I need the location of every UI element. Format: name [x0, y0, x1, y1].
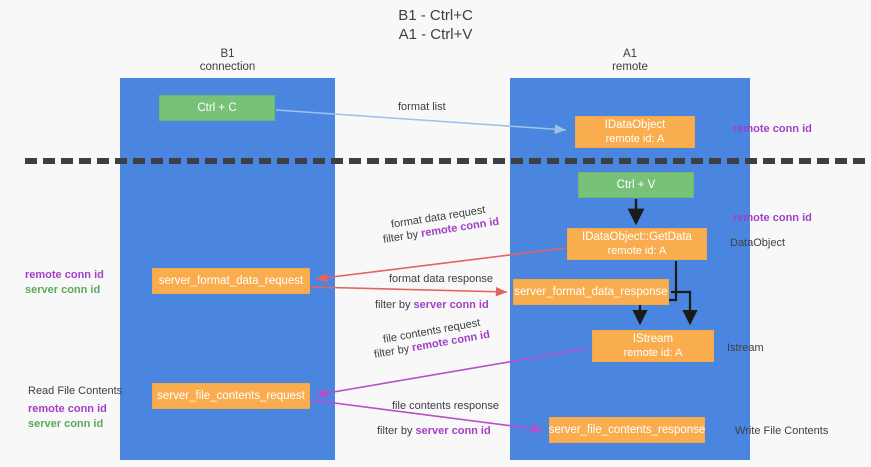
- node-idataobject-label: IDataObject: [604, 119, 666, 131]
- edge-format-data-response: [310, 286, 508, 297]
- node-server-format-data-request-label: server_format_data_request: [158, 275, 304, 287]
- edge-file-contents-request: [315, 347, 591, 398]
- node-server-format-data-response[interactable]: server_format_data_response: [513, 279, 669, 305]
- annotation-left-remote-conn-id-mid: remote conn id: [25, 269, 104, 281]
- node-ctrl-v-label: Ctrl + V: [616, 179, 656, 191]
- node-ctrl-v[interactable]: Ctrl + V: [578, 172, 694, 198]
- column-header-a1: A1 remote: [510, 48, 750, 74]
- edge-label-format-list: format list: [398, 101, 446, 113]
- edge-format-data-request: [315, 247, 567, 283]
- annotation-left-server-conn-id-mid: server conn id: [25, 284, 101, 296]
- node-server-file-contents-response-label: server_file_contents_response: [548, 424, 706, 436]
- node-getdata[interactable]: IDataObject::GetData remote id: A: [567, 228, 707, 260]
- node-server-file-contents-response[interactable]: server_file_contents_response: [549, 417, 705, 443]
- annotation-right-dataobject: DataObject: [730, 237, 786, 249]
- edge-file-contents-response: [310, 399, 544, 434]
- node-ctrl-c-label: Ctrl + C: [197, 102, 237, 114]
- annotation-left-remote-conn-id-bottom: remote conn id: [28, 403, 107, 415]
- edge-format-response-istream: [671, 290, 698, 326]
- annotation-right-remote-conn-id-top: remote conn id: [733, 123, 812, 135]
- edge-label-file-contents-response: file contents response: [392, 400, 500, 412]
- annotation-left-server-conn-id-bottom: server conn id: [28, 418, 104, 430]
- diagram-title-line-2: A1 - Ctrl+V: [398, 26, 473, 43]
- filter-prefix: filter by: [377, 425, 416, 437]
- node-server-file-contents-request-label: server_file_contents_request: [157, 390, 305, 402]
- annotation-right-remote-conn-id-mid: remote conn id: [733, 212, 812, 224]
- node-idataobject-sub: remote id: A: [605, 133, 665, 145]
- node-istream[interactable]: IStream remote id: A: [592, 330, 714, 362]
- column-header-b1-role: connection: [199, 61, 256, 73]
- annotation-left-conn-ids-mid: remote conn id server conn id: [25, 268, 104, 298]
- node-getdata-sub: remote id: A: [607, 245, 667, 257]
- edge-label-format-data-response: format data response: [389, 273, 493, 285]
- node-server-format-data-response-label: server_format_data_response: [514, 286, 668, 298]
- node-ctrl-c[interactable]: Ctrl + C: [159, 95, 275, 121]
- node-idataobject[interactable]: IDataObject remote id: A: [575, 116, 695, 148]
- annotation-right-write-file-contents: Write File Contents: [735, 425, 829, 437]
- filter-prefix: filter by: [375, 299, 414, 311]
- column-header-a1-name: A1: [622, 48, 638, 60]
- diagram-title: B1 - Ctrl+C A1 - Ctrl+V: [0, 6, 871, 44]
- filter-key-server-conn-id: server conn id: [415, 425, 491, 437]
- node-istream-sub: remote id: A: [623, 347, 683, 359]
- column-header-b1: B1 connection: [120, 48, 335, 74]
- column-header-b1-name: B1: [220, 48, 235, 60]
- annotation-left-conn-ids-bottom: remote conn id server conn id: [28, 402, 107, 432]
- node-server-format-data-request[interactable]: server_format_data_request: [152, 268, 310, 294]
- node-istream-label: IStream: [632, 333, 674, 345]
- edge-label-format-data-response-filter: filter by server conn id: [375, 298, 489, 313]
- node-server-file-contents-request[interactable]: server_file_contents_request: [152, 383, 310, 409]
- phase-divider: [25, 158, 865, 164]
- edge-format-list: [275, 109, 567, 135]
- column-header-a1-role: remote: [612, 61, 648, 73]
- node-getdata-label: IDataObject::GetData: [582, 231, 692, 243]
- diagram-title-line-1: B1 - Ctrl+C: [398, 7, 473, 24]
- filter-key-server-conn-id: server conn id: [413, 299, 489, 311]
- annotation-left-read-file-contents: Read File Contents: [28, 385, 123, 397]
- edge-label-file-contents-response-filter: filter by server conn id: [377, 424, 491, 439]
- annotation-right-istream: Istream: [727, 342, 764, 354]
